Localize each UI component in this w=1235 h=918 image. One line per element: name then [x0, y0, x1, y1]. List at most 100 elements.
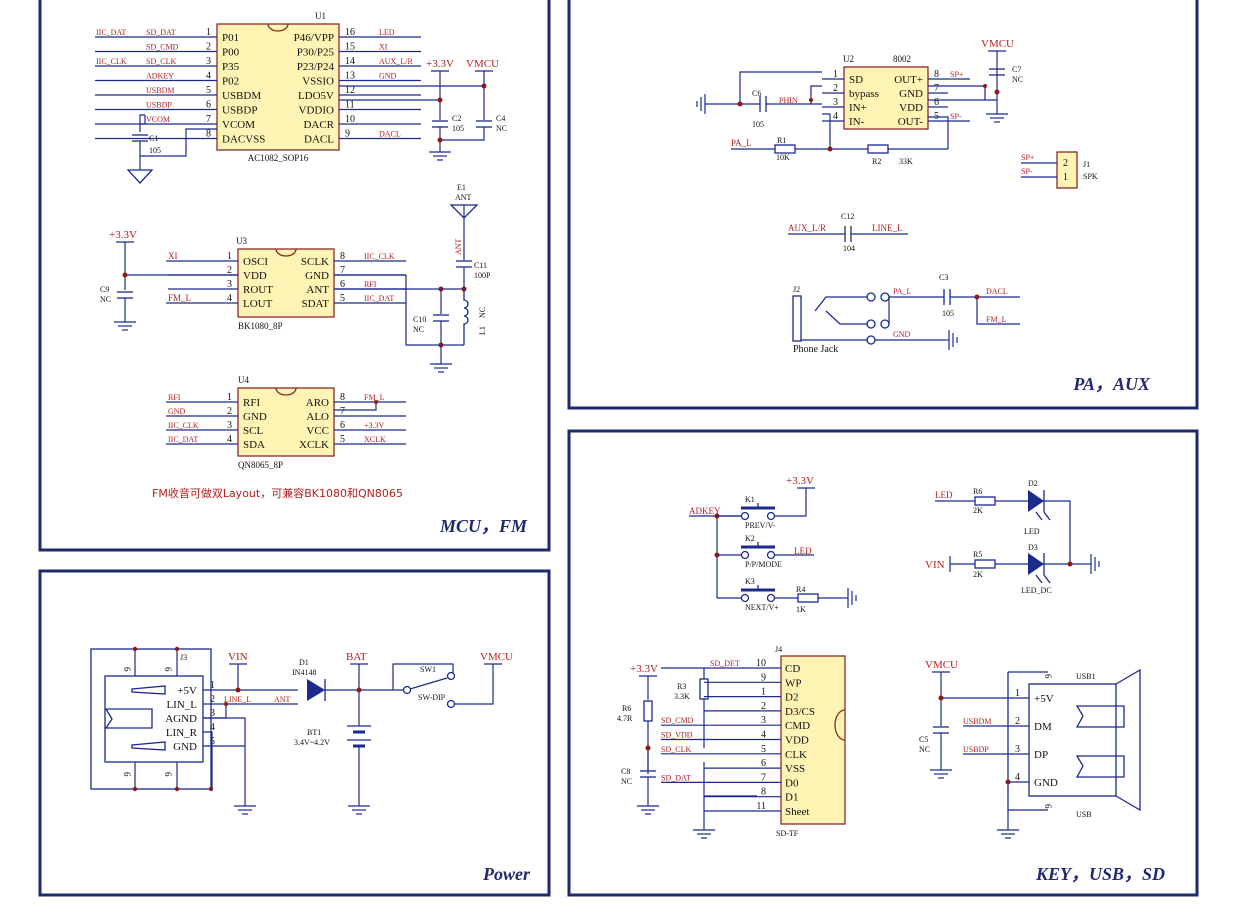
- r1-ref: R1: [777, 136, 786, 145]
- j3-outline: [90, 648, 212, 790]
- u2-pin-7-name: GND: [899, 88, 923, 100]
- sd-3v3: +3.3V: [630, 663, 658, 675]
- panel-title-pa-aux: PA，AUX: [1072, 374, 1151, 394]
- power-vmcu: VMCU: [480, 651, 513, 663]
- u3-net-xi: XI: [168, 251, 178, 261]
- u4-net-iic-dat: IIC_DAT: [168, 435, 198, 444]
- u4-pin-6-name: VCC: [306, 425, 329, 437]
- c11-ref: C11: [474, 261, 487, 270]
- j4-pin-4-num: 4: [761, 730, 766, 741]
- key-1-ref: K1: [745, 495, 755, 504]
- d3-val: LED_DC: [1021, 586, 1052, 595]
- j4-pin-3-name: CMD: [785, 720, 810, 732]
- c6-ref: C6: [752, 89, 761, 98]
- r6-led-ref: R6: [973, 487, 982, 496]
- usb-pin-4-name: GND: [1034, 777, 1058, 789]
- j4-pin-4-name: VDD: [785, 735, 809, 747]
- j3-shield-br: 6: [163, 772, 173, 777]
- j3-shield-tr: 6: [163, 667, 173, 672]
- u4-pin-1-num: 1: [227, 392, 232, 403]
- u4-net-iic-clk: IIC_CLK: [168, 421, 199, 430]
- j3-pin-3-num: 3: [210, 708, 215, 719]
- u2-net-sp-: SP-: [950, 112, 962, 121]
- u1-net2-vcom: VCOM: [146, 115, 170, 124]
- j1-pin1: 1: [1063, 172, 1068, 183]
- c9-ref: C9: [100, 285, 109, 294]
- j4-pin-9-name: WP: [785, 677, 802, 689]
- usb-pin-3-num: 3: [1015, 744, 1020, 755]
- j3-pin-4-num: 4: [210, 722, 215, 733]
- c2-val: 105: [452, 124, 464, 133]
- r5-val: 2K: [973, 570, 983, 579]
- r3-ref: R3: [677, 682, 686, 691]
- u3-net-iic-dat: IIC_DAT: [364, 294, 394, 303]
- u2-pin-8-num: 8: [934, 69, 939, 80]
- u4-pin-3-num: 3: [227, 420, 232, 431]
- j3-pin-2-name: LIN_L: [166, 699, 197, 711]
- j4-name: SD-TF: [776, 829, 799, 838]
- u4-pin-7-name: ALO: [306, 411, 329, 423]
- c4-val: NC: [496, 124, 507, 133]
- u1-net-iic_dat: IIC_DAT: [96, 28, 126, 37]
- aux-coupling: AUX_L/R LINE_L C12 104: [788, 212, 908, 253]
- u2-pin-2-name: bypass: [849, 88, 879, 100]
- u3-net-iic-clk: IIC_CLK: [364, 252, 395, 261]
- u1-pin-10-name: DACR: [303, 119, 334, 131]
- u3-pin-5-name: SDAT: [301, 298, 329, 310]
- c2-ref: C2: [452, 114, 461, 123]
- u1-net2-sd_cmd: SD_CMD: [146, 43, 179, 52]
- r3-val: 3.3K: [674, 692, 690, 701]
- j4-net-sd-cmd: SD_CMD: [661, 716, 694, 725]
- j4-net-sd-det: SD_DET: [710, 659, 740, 668]
- u3-pin-4-name: LOUT: [243, 298, 273, 310]
- u2-vmcu-label: VMCU: [981, 38, 1014, 50]
- sd-r6-ref: R6: [622, 704, 631, 713]
- usb-shield-top: 6: [1043, 674, 1053, 679]
- j4-body: [780, 655, 846, 825]
- u3-pin-2-num: 2: [227, 265, 232, 276]
- c5-ref: C5: [919, 735, 928, 744]
- u1-ref: U1: [315, 11, 326, 21]
- sw1-ref: SW1: [420, 665, 436, 674]
- j2-ref: J2: [793, 285, 800, 294]
- u2-body: [843, 66, 929, 130]
- j3-pin-4-name: LIN_R: [166, 727, 198, 739]
- c1-val: 105: [149, 146, 161, 155]
- u4-net-rfi: RFI: [168, 393, 181, 402]
- u4-net--3-3v: +3.3V: [364, 421, 385, 430]
- usb-shield-bottom: 6: [1043, 804, 1053, 809]
- c4-ref: C4: [496, 114, 505, 123]
- d2-led-icon: [1028, 490, 1044, 512]
- u1-pin-6-num: 6: [206, 100, 211, 111]
- keys-3v3: +3.3V: [786, 475, 814, 487]
- j4-pin-10-num: 10: [756, 658, 766, 669]
- j3-shield-bl: 6: [122, 772, 132, 777]
- u4-body: [237, 387, 335, 457]
- u4-net-gnd: GND: [168, 407, 186, 416]
- u2-ref: U2: [843, 54, 854, 64]
- u1-pin-1-num: 1: [206, 27, 211, 38]
- u1-pin-16-name: P46/VPP: [294, 32, 334, 44]
- phin-label: PHIN: [779, 96, 798, 105]
- power-bat: BAT: [346, 651, 367, 663]
- key-3-ref: K3: [745, 577, 755, 586]
- u1-pin-2-name: P00: [222, 47, 240, 59]
- l1-inductor: [463, 289, 469, 345]
- j3-ref: J3: [180, 653, 187, 662]
- u3-pin-1-name: OSCI: [243, 256, 268, 268]
- usb1-name: USB: [1076, 810, 1092, 819]
- u3-pin-6-name: ANT: [306, 284, 329, 296]
- sd-r6-val: 4.7R: [617, 714, 633, 723]
- power-line-l: LINE_L: [224, 695, 251, 704]
- r6-led-val: 2K: [973, 506, 983, 515]
- bt1-ref: BT1: [307, 728, 321, 737]
- c10-val: NC: [413, 325, 424, 334]
- u1-pin-12-num: 12: [345, 85, 355, 96]
- u2-pin-4-num: 4: [833, 111, 838, 122]
